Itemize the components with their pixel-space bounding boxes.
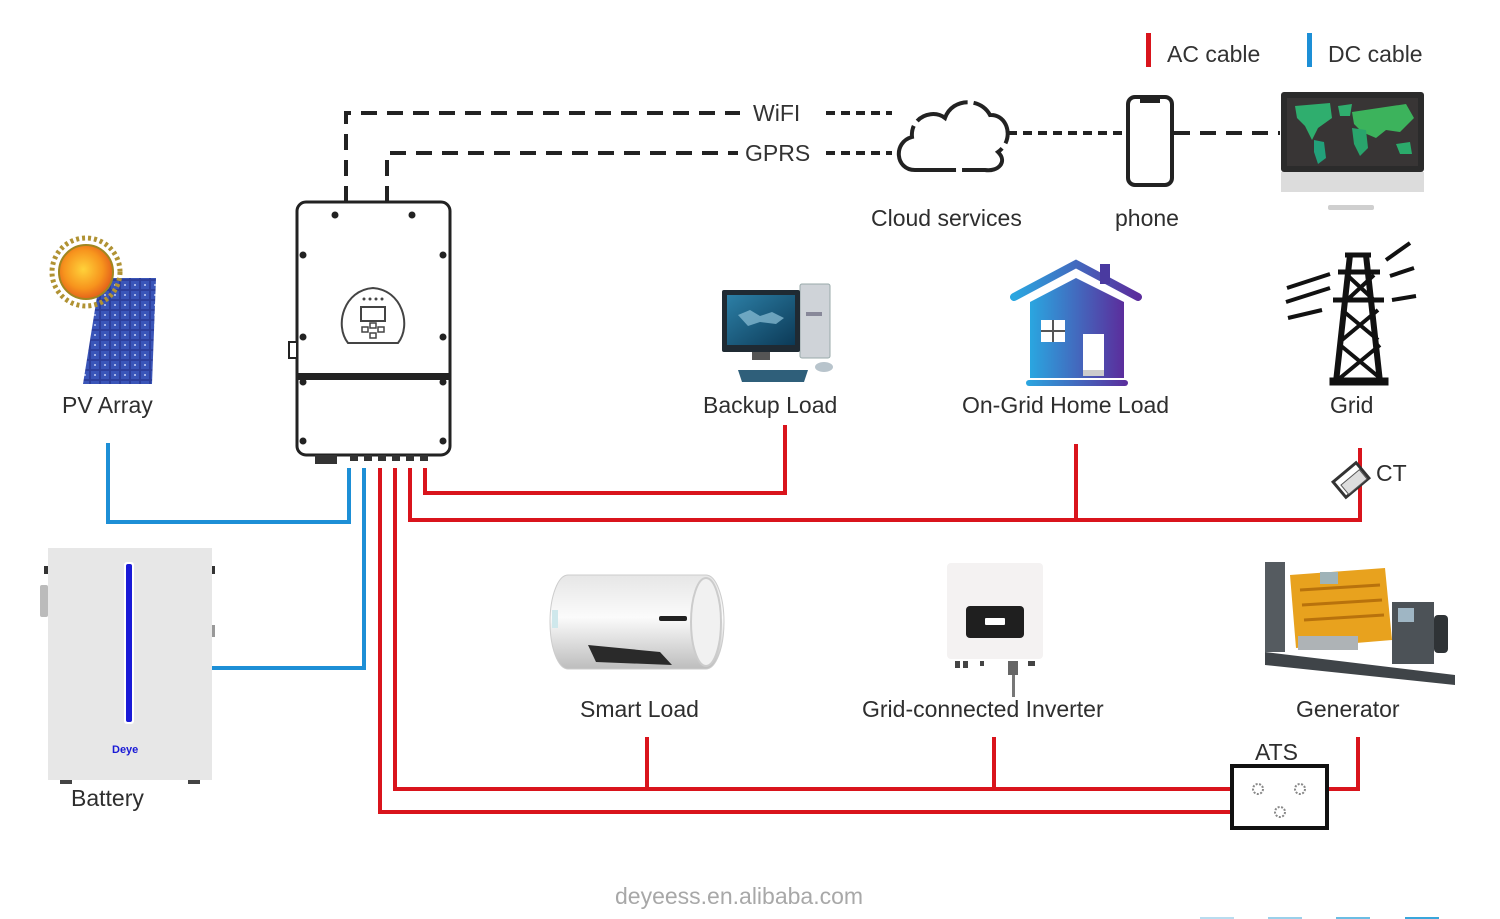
wifi-link: WiFI [344,100,892,202]
legend: AC cable DC cable [1146,33,1423,67]
home-load-label: On-Grid Home Load [962,392,1169,418]
grid-inverter-label: Grid-connected Inverter [862,696,1104,722]
legend-dc-label: DC cable [1328,41,1423,67]
watermark: deyeess.en.alibaba.com [615,883,863,909]
ac-swatch [1146,33,1151,67]
legend-ac: AC cable [1146,33,1260,67]
cloud-services: Cloud services [871,100,1022,231]
cloud-icon [896,100,1010,173]
transfer-switch-icon [1230,764,1329,830]
cloud-label: Cloud services [871,205,1022,231]
wiring [106,425,1362,814]
grid: Grid [1285,241,1417,418]
phone-icon [1126,95,1174,187]
gprs-link: GPRS [385,140,892,202]
ct-label: CT [1376,460,1407,486]
smart-load-label: Smart Load [580,696,699,722]
hybrid-inverter-icon [288,200,452,464]
phone-label: phone [1115,205,1179,231]
home-load: On-Grid Home Load [962,259,1169,418]
legend-dc: DC cable [1307,33,1423,67]
hybrid-inverter [288,200,452,464]
power-tower-icon [1285,241,1417,386]
battery-icon: Deye [40,548,215,784]
backup-load-label: Backup Load [703,392,837,418]
water-heater-icon [549,574,725,670]
battery: Deye Battery [40,548,215,811]
house-icon [1010,259,1142,386]
desktop-computer-icon [722,283,833,382]
dc-cable-battery [212,468,366,670]
ats: ATS [1230,739,1329,830]
string-inverter-icon [947,563,1043,697]
generator-icon [1265,562,1455,685]
ats-label: ATS [1255,739,1298,765]
ac-cable-ats-out [378,468,1280,814]
page-indicator [1200,917,1439,919]
wifi-label: WiFI [753,100,800,126]
generator-label: Generator [1296,696,1400,722]
ac-cable-gen-port [393,468,1258,791]
smart-load: Smart Load [549,574,725,722]
ac-cable-grid [408,448,1362,522]
solar-panel-icon [49,235,156,384]
grid-inverter: Grid-connected Inverter [862,563,1104,722]
monitor-world-map-icon [1281,92,1424,210]
grid-label: Grid [1330,392,1373,418]
ct: CT [1330,460,1407,500]
gprs-label: GPRS [745,140,810,166]
pv-array-label: PV Array [62,392,153,418]
monitor [1281,92,1424,210]
ac-cable-backup [423,425,787,495]
phone: phone [1115,95,1179,231]
battery-brand: Deye [112,744,138,756]
current-transformer-icon [1330,460,1372,500]
legend-ac-label: AC cable [1167,41,1260,67]
backup-load: Backup Load [703,283,837,418]
dc-cable-pv [106,443,351,524]
battery-label: Battery [71,785,144,811]
pv-array: PV Array [49,235,156,418]
dc-swatch [1307,33,1312,67]
generator: Generator [1265,562,1455,722]
